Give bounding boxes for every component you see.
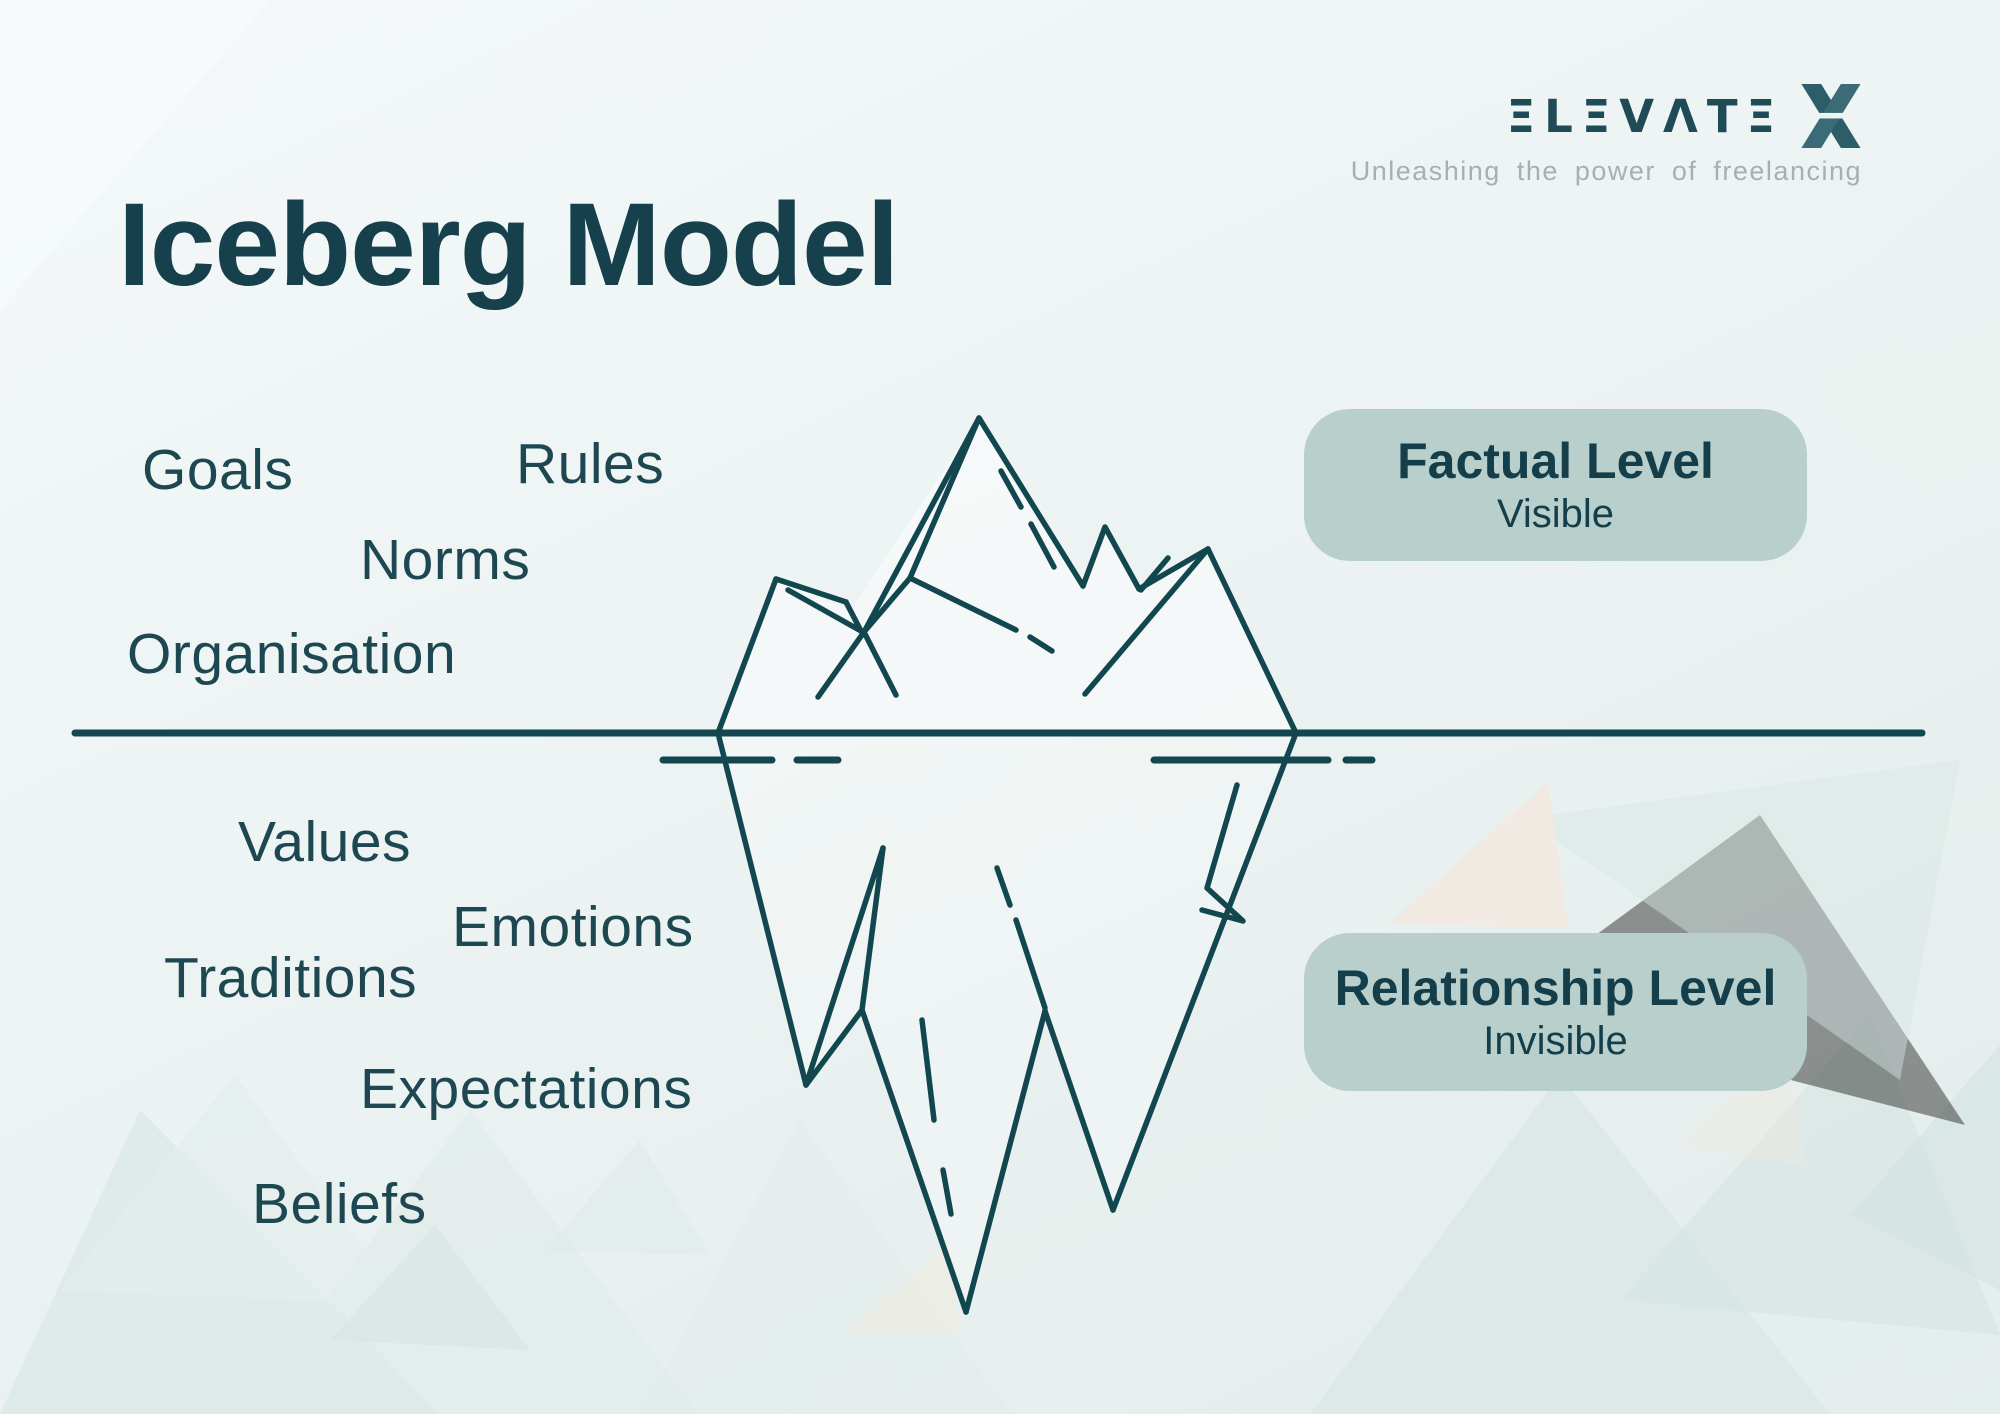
label-traditions: Traditions <box>164 946 418 1010</box>
x-mark-icon <box>1800 84 1862 148</box>
relationship-level-subtitle: Invisible <box>1483 1019 1628 1063</box>
label-organisation: Organisation <box>127 622 457 686</box>
brand-logo: ΞLΞVΛTΞ Unleashing the power of freelanc… <box>1351 84 1862 185</box>
label-values: Values <box>238 810 412 874</box>
waterline <box>71 729 1926 764</box>
factual-level-badge: Factual Level Visible <box>1304 409 1807 561</box>
iceberg-below-water-body <box>718 733 1296 1312</box>
label-expectations: Expectations <box>360 1057 693 1121</box>
label-beliefs: Beliefs <box>252 1172 427 1236</box>
factual-level-title: Factual Level <box>1397 433 1714 489</box>
label-goals: Goals <box>142 438 294 502</box>
elevate-wordmark: ΞLΞVΛTΞ <box>1506 89 1784 143</box>
page-title: Iceberg Model <box>118 179 899 311</box>
brand-tagline: Unleashing the power of freelancing <box>1350 156 1862 186</box>
relationship-level-badge: Relationship Level Invisible <box>1304 933 1807 1091</box>
label-emotions: Emotions <box>452 895 694 959</box>
iceberg-above-water-body <box>718 418 1296 733</box>
relationship-level-title: Relationship Level <box>1334 960 1777 1016</box>
label-rules: Rules <box>516 432 665 496</box>
label-norms: Norms <box>360 528 531 592</box>
factual-level-subtitle: Visible <box>1496 492 1615 536</box>
